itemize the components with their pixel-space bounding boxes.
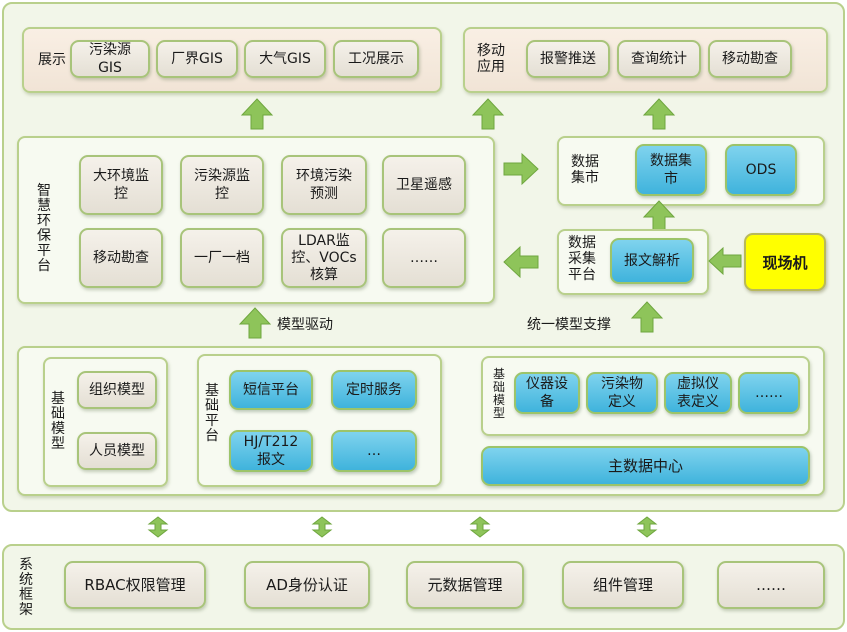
field-machine-button[interactable]: 现场机 xyxy=(744,233,826,291)
base-platform-label: 基础平台 xyxy=(205,383,219,444)
smart-item-satellite[interactable]: 卫星遥感 xyxy=(382,155,466,215)
display-label: 展示 xyxy=(38,52,66,68)
smart-item-ldar-voc[interactable]: LDAR监 控、VOCs 核算 xyxy=(281,228,367,288)
display-item-pollution-gis[interactable]: 污染源 GIS xyxy=(70,40,150,78)
component-button[interactable]: 组件管理 xyxy=(562,561,684,609)
arrow-up-icon xyxy=(238,306,272,340)
arrow-left-icon xyxy=(502,245,540,279)
master-data-center-button[interactable]: 主数据中心 xyxy=(481,446,810,486)
ods-button[interactable]: ODS xyxy=(725,144,797,196)
message-parse-button[interactable]: 报文解析 xyxy=(610,238,694,284)
mobile-app-label: 移动 应用 xyxy=(477,43,505,75)
pollutant-definition-button[interactable]: 污染物 定义 xyxy=(586,372,658,414)
hjt212-message-button[interactable]: HJ/T212 报文 xyxy=(229,430,313,472)
timer-service-button[interactable]: 定时服务 xyxy=(331,370,417,410)
system-more-button[interactable]: …… xyxy=(717,561,825,609)
arrow-up-icon xyxy=(630,300,664,334)
rbac-button[interactable]: RBAC权限管理 xyxy=(64,561,206,609)
mobile-item-mobile-survey[interactable]: 移动勘查 xyxy=(708,40,792,78)
smart-item-big-env-monitor[interactable]: 大环境监 控 xyxy=(79,155,163,215)
double-arrow-icon xyxy=(469,516,491,538)
display-item-boundary-gis[interactable]: 厂界GIS xyxy=(156,40,238,78)
smart-platform-label: 智慧环保平台 xyxy=(37,183,51,274)
data-mart-button[interactable]: 数据集 市 xyxy=(635,144,707,196)
display-item-working-condition[interactable]: 工况展示 xyxy=(333,40,419,78)
base-model-more-button[interactable]: …… xyxy=(738,372,800,414)
base-model-label: 基础模型 xyxy=(51,391,65,452)
sms-platform-button[interactable]: 短信平台 xyxy=(229,370,313,410)
double-arrow-icon xyxy=(311,516,333,538)
mobile-item-query-stats[interactable]: 查询统计 xyxy=(617,40,701,78)
arrow-up-icon xyxy=(471,97,505,131)
smart-item-more[interactable]: …… xyxy=(382,228,466,288)
smart-item-pollution-monitor[interactable]: 污染源监 控 xyxy=(180,155,264,215)
double-arrow-icon xyxy=(147,516,169,538)
data-mart-label: 数据 集市 xyxy=(571,154,599,186)
virtual-meter-button[interactable]: 虚拟仪 表定义 xyxy=(664,372,732,414)
instrument-device-button[interactable]: 仪器设 备 xyxy=(514,372,580,414)
arrow-right-icon xyxy=(502,152,540,186)
mobile-item-alarm-push[interactable]: 报警推送 xyxy=(526,40,610,78)
display-item-air-gis[interactable]: 大气GIS xyxy=(244,40,326,78)
person-model-button[interactable]: 人员模型 xyxy=(77,432,157,470)
ad-auth-button[interactable]: AD身份认证 xyxy=(244,561,370,609)
base-model-right-label: 基础模型 xyxy=(492,367,505,420)
data-collect-label: 数据 采集 平台 xyxy=(568,235,596,283)
smart-item-mobile-survey[interactable]: 移动勘查 xyxy=(79,228,163,288)
system-framework-label: 系统框架 xyxy=(19,557,33,618)
arrow-up-icon xyxy=(642,199,676,233)
unified-model-label: 统一模型支撑 xyxy=(527,317,611,333)
smart-item-one-factory-one-file[interactable]: 一厂一档 xyxy=(180,228,264,288)
smart-item-pollution-forecast[interactable]: 环境污染 预测 xyxy=(281,155,367,215)
org-model-button[interactable]: 组织模型 xyxy=(77,371,157,409)
metadata-button[interactable]: 元数据管理 xyxy=(406,561,524,609)
arrow-up-icon xyxy=(642,97,676,131)
model-driven-label: 模型驱动 xyxy=(277,317,333,333)
arrow-up-icon xyxy=(240,97,274,131)
arrow-left-icon xyxy=(707,246,743,276)
base-platform-more-button[interactable]: … xyxy=(331,430,417,472)
double-arrow-icon xyxy=(636,516,658,538)
